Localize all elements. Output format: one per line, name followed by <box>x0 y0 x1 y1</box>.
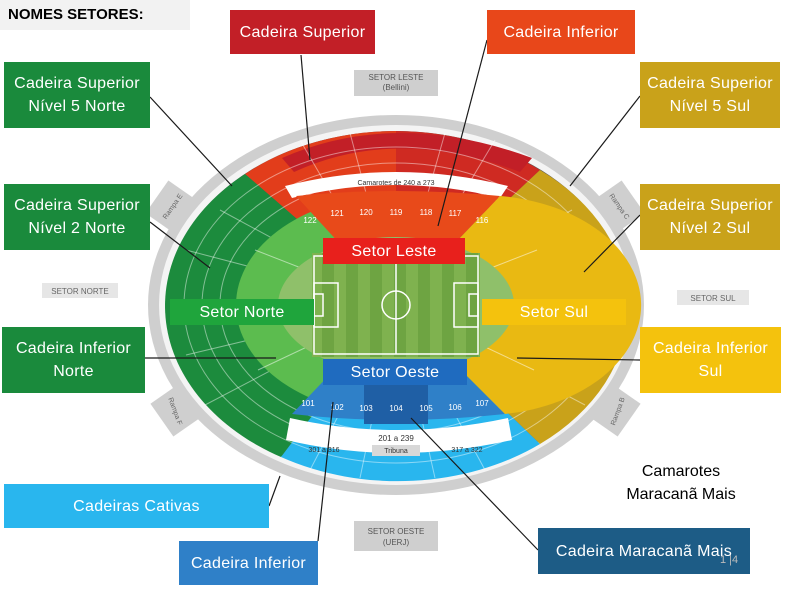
section-number: 102 <box>330 403 344 412</box>
label-csn2-norte: Cadeira Superior Nível 2 Norte <box>4 184 150 250</box>
camarotes-leste-text: Camarotes de 240 a 273 <box>357 180 434 187</box>
label-setor-leste: Setor Leste <box>323 238 465 264</box>
page-title: NOMES SETORES: <box>0 0 190 30</box>
label-csn2-sul: Cadeira Superior Nível 2 Sul <box>640 184 780 250</box>
label-ci-sul: Cadeira Inferior Sul <box>640 327 781 393</box>
gate-oeste-line2: (UERJ) <box>383 538 410 547</box>
east-section-numbers: 122 121 120 119 118 117 116 <box>303 208 489 225</box>
leader-lines <box>145 39 641 551</box>
label-cadeira-inferior-top: Cadeira Inferior <box>487 10 635 54</box>
maracana-mais-block <box>364 384 428 424</box>
tribuna-box <box>372 445 420 456</box>
section-number: 101 <box>301 399 315 408</box>
rampa-e-block <box>145 180 195 232</box>
gate-leste-tag <box>354 70 438 96</box>
section-number: 120 <box>359 208 373 217</box>
section-number: 119 <box>390 208 403 217</box>
label-csn5-norte: Cadeira Superior Nível 5 Norte <box>4 62 150 128</box>
setor-sul-tag-text: SETOR SUL <box>690 294 736 303</box>
gate-leste-line1: SETOR LESTE <box>369 73 424 82</box>
label-cadeira-superior: Cadeira Superior <box>230 10 375 54</box>
section-number: 121 <box>330 209 344 218</box>
camarotes-leste-band <box>285 172 508 198</box>
gate-oeste-tag <box>354 521 438 551</box>
label-cativas: Cadeiras Cativas <box>4 484 269 528</box>
gate-leste-line2: (Bellini) <box>383 83 410 92</box>
pitch-lines <box>313 255 479 355</box>
rampa-b-block <box>591 385 641 437</box>
setor-sul-tag <box>677 290 749 305</box>
camarotes-oeste-band <box>286 418 512 453</box>
tribuna-text: Tribuna <box>384 448 408 455</box>
section-number: 105 <box>419 404 433 413</box>
label-camarotes-mais: Camarotes Maracanã Mais <box>626 463 736 503</box>
label-ci-bottom: Cadeira Inferior <box>179 541 318 585</box>
cadeira-superior-band <box>282 133 532 172</box>
label-setor-sul: Setor Sul <box>482 299 626 325</box>
setor-norte-tag <box>42 283 118 298</box>
page-number: 1 |4 <box>720 554 739 566</box>
section-number: 116 <box>476 216 489 225</box>
section-number: 122 <box>303 216 317 225</box>
label-ci-norte: Cadeira Inferior Norte <box>2 327 145 393</box>
west-section-numbers: 101 102 103 104 105 106 107 <box>301 399 489 413</box>
section-number: 117 <box>449 209 462 218</box>
section-number: 106 <box>448 403 462 412</box>
camarotes-oeste-mid-text: 201 a 239 <box>378 434 414 443</box>
setor-norte-tag-text: SETOR NORTE <box>51 287 109 296</box>
camarotes-oeste-right-text: 317 a 322 <box>451 447 482 454</box>
section-number: 118 <box>420 208 433 217</box>
rampa-c-block <box>595 180 645 232</box>
label-csn5-sul: Cadeira Superior Nível 5 Sul <box>640 62 780 128</box>
section-number: 103 <box>359 404 373 413</box>
section-number: 107 <box>475 399 489 408</box>
pitch-stripes <box>322 253 478 357</box>
section-number: 104 <box>389 404 403 413</box>
label-setor-oeste: Setor Oeste <box>323 359 467 385</box>
rampa-f-block <box>150 385 200 437</box>
gate-oeste-line1: SETOR OESTE <box>368 527 425 536</box>
camarotes-oeste-left-text: 301 a 316 <box>308 447 339 454</box>
label-setor-norte: Setor Norte <box>170 299 314 325</box>
label-maracana-mais: Cadeira Maracanã Mais <box>538 528 750 574</box>
